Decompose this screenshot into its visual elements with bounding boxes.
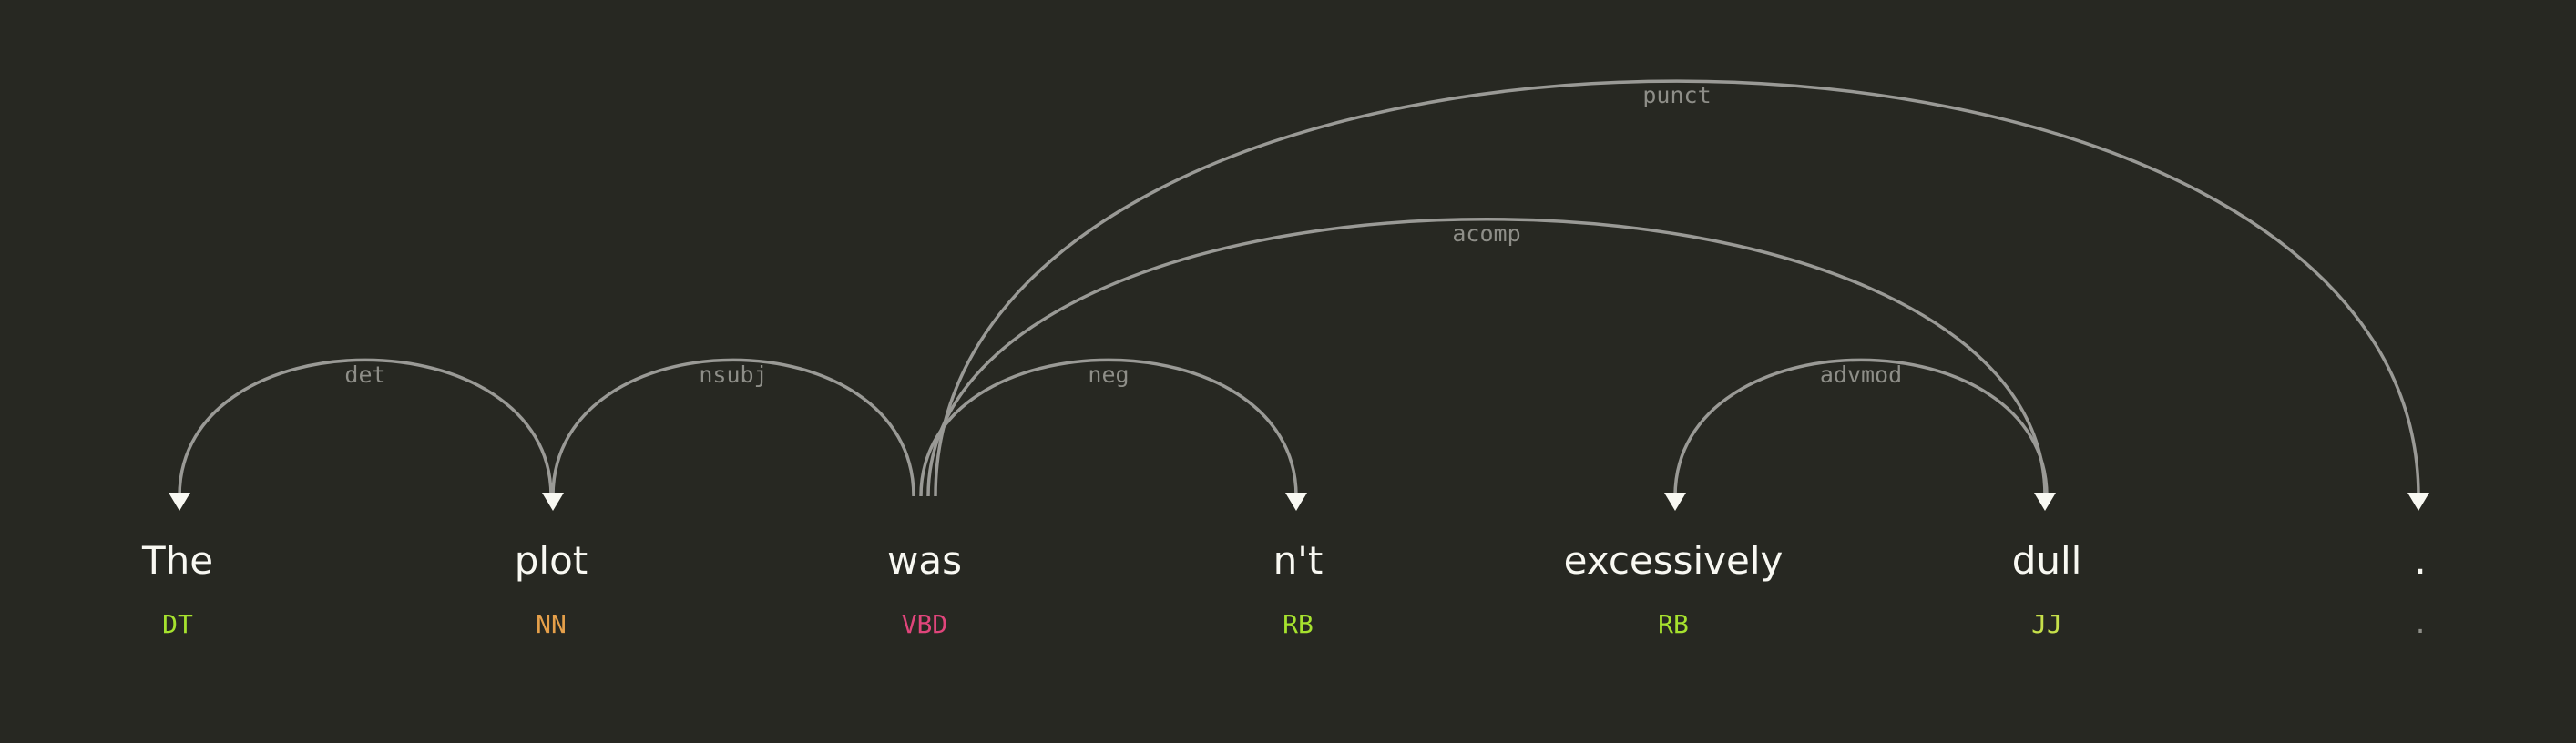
token-pos-tag: .	[2413, 609, 2428, 639]
arc-label: neg	[1088, 361, 1129, 388]
token-word: excessively	[1564, 538, 1784, 583]
arc-label: det	[344, 361, 385, 388]
token-word: plot	[515, 538, 588, 583]
arrowhead-icon	[169, 493, 190, 511]
arrowhead-icon	[1664, 493, 1686, 511]
token-word: The	[141, 538, 213, 583]
arc-label: nsubj	[699, 361, 767, 388]
dependency-arc-det	[178, 358, 553, 497]
token-pos-tag: DT	[162, 609, 193, 639]
arcs-layer: det nsubj neg advmod acomp punct	[169, 79, 2429, 511]
token-pos-tag: JJ	[2031, 609, 2062, 639]
arrowhead-icon	[2407, 493, 2429, 511]
token-word: dull	[2012, 538, 2082, 583]
token-pos-tag: VBD	[902, 609, 948, 639]
dependency-arc-nsubj	[551, 358, 915, 497]
token-word: n't	[1273, 538, 1324, 583]
arrowhead-icon	[542, 493, 564, 511]
token-pos-tag: NN	[536, 609, 567, 639]
dependency-arc-advmod	[1673, 358, 2049, 497]
dependency-arc-acomp	[926, 218, 2047, 497]
arrowhead-icon	[2034, 493, 2056, 511]
arrowhead-icon	[1285, 493, 1307, 511]
token-word: .	[2414, 538, 2426, 583]
token-pos-tag: RB	[1658, 609, 1689, 639]
token-pos-tag: RB	[1283, 609, 1314, 639]
arc-label: punct	[1642, 82, 1711, 108]
arc-label: advmod	[1820, 361, 1902, 388]
dependency-arc-punct	[934, 79, 2420, 497]
arc-label: acomp	[1452, 220, 1520, 247]
token-word: was	[887, 538, 962, 583]
